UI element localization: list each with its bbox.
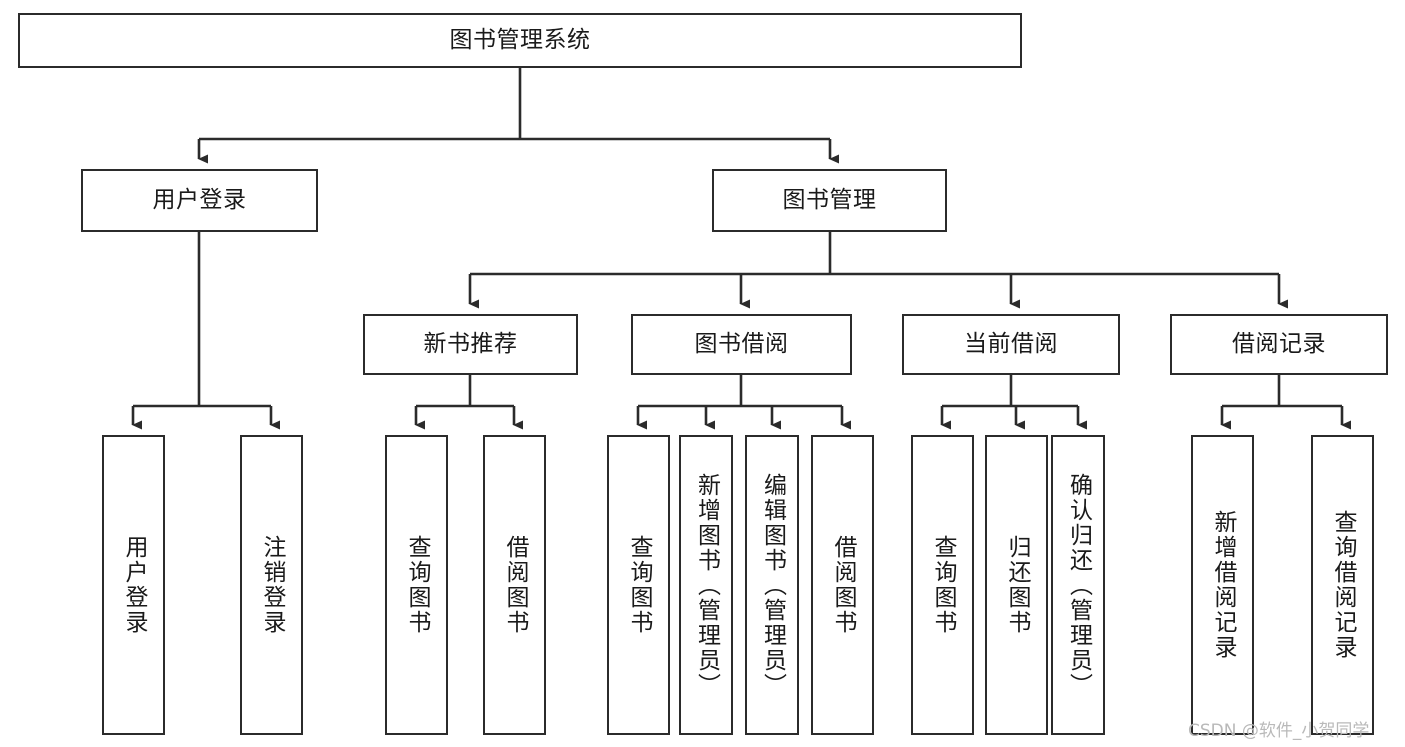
node-label: 用户登录: [121, 535, 147, 635]
node-leaf-logout[interactable]: 注销登录: [240, 435, 303, 735]
node-label: 借阅图书: [830, 535, 856, 635]
node-leaf-add-book[interactable]: 新增图书（管理员）: [679, 435, 733, 735]
node-leaf-edit-book[interactable]: 编辑图书（管理员）: [745, 435, 799, 735]
node-label: 查询图书: [930, 535, 956, 635]
node-label: 当前借阅: [964, 330, 1058, 357]
node-current-borrow[interactable]: 当前借阅: [902, 314, 1120, 375]
node-label: 图书管理系统: [449, 26, 591, 53]
node-label: 借阅记录: [1232, 330, 1326, 357]
node-leaf-query-book-1[interactable]: 查询图书: [385, 435, 448, 735]
node-book-borrow[interactable]: 图书借阅: [631, 314, 852, 375]
node-leaf-return-book[interactable]: 归还图书: [985, 435, 1048, 735]
node-leaf-query-book-2[interactable]: 查询图书: [607, 435, 670, 735]
node-label: 图书借阅: [694, 330, 789, 357]
node-new-book-recommend[interactable]: 新书推荐: [363, 314, 578, 375]
node-leaf-confirm-return[interactable]: 确认归还（管理员）: [1051, 435, 1105, 735]
node-label: 新增借阅记录: [1210, 510, 1236, 660]
node-leaf-query-book-3[interactable]: 查询图书: [911, 435, 974, 735]
node-user-login[interactable]: 用户登录: [81, 169, 318, 232]
node-leaf-borrow-book-2[interactable]: 借阅图书: [811, 435, 874, 735]
node-label: 查询借阅记录: [1330, 510, 1356, 660]
node-leaf-user-login[interactable]: 用户登录: [102, 435, 165, 735]
csdn-watermark: CSDN @软件_小贺同学: [1188, 721, 1370, 741]
node-label: 编辑图书（管理员）: [759, 472, 786, 698]
node-label: 注销登录: [259, 535, 285, 635]
node-label: 查询图书: [626, 535, 652, 635]
node-leaf-borrow-book-1[interactable]: 借阅图书: [483, 435, 546, 735]
node-label: 确认归还（管理员）: [1065, 472, 1092, 698]
node-label: 新增图书（管理员）: [693, 472, 720, 698]
node-label: 借阅图书: [502, 535, 528, 635]
node-leaf-add-record[interactable]: 新增借阅记录: [1191, 435, 1254, 735]
node-label: 图书管理: [782, 186, 877, 213]
node-label: 归还图书: [1004, 535, 1030, 635]
node-label: 新书推荐: [423, 330, 518, 357]
node-book-manage[interactable]: 图书管理: [712, 169, 947, 232]
node-book-management-system[interactable]: 图书管理系统: [18, 13, 1022, 68]
node-label: 查询图书: [404, 535, 430, 635]
node-label: 用户登录: [152, 186, 247, 213]
node-leaf-query-record[interactable]: 查询借阅记录: [1311, 435, 1374, 735]
node-borrow-record[interactable]: 借阅记录: [1170, 314, 1388, 375]
